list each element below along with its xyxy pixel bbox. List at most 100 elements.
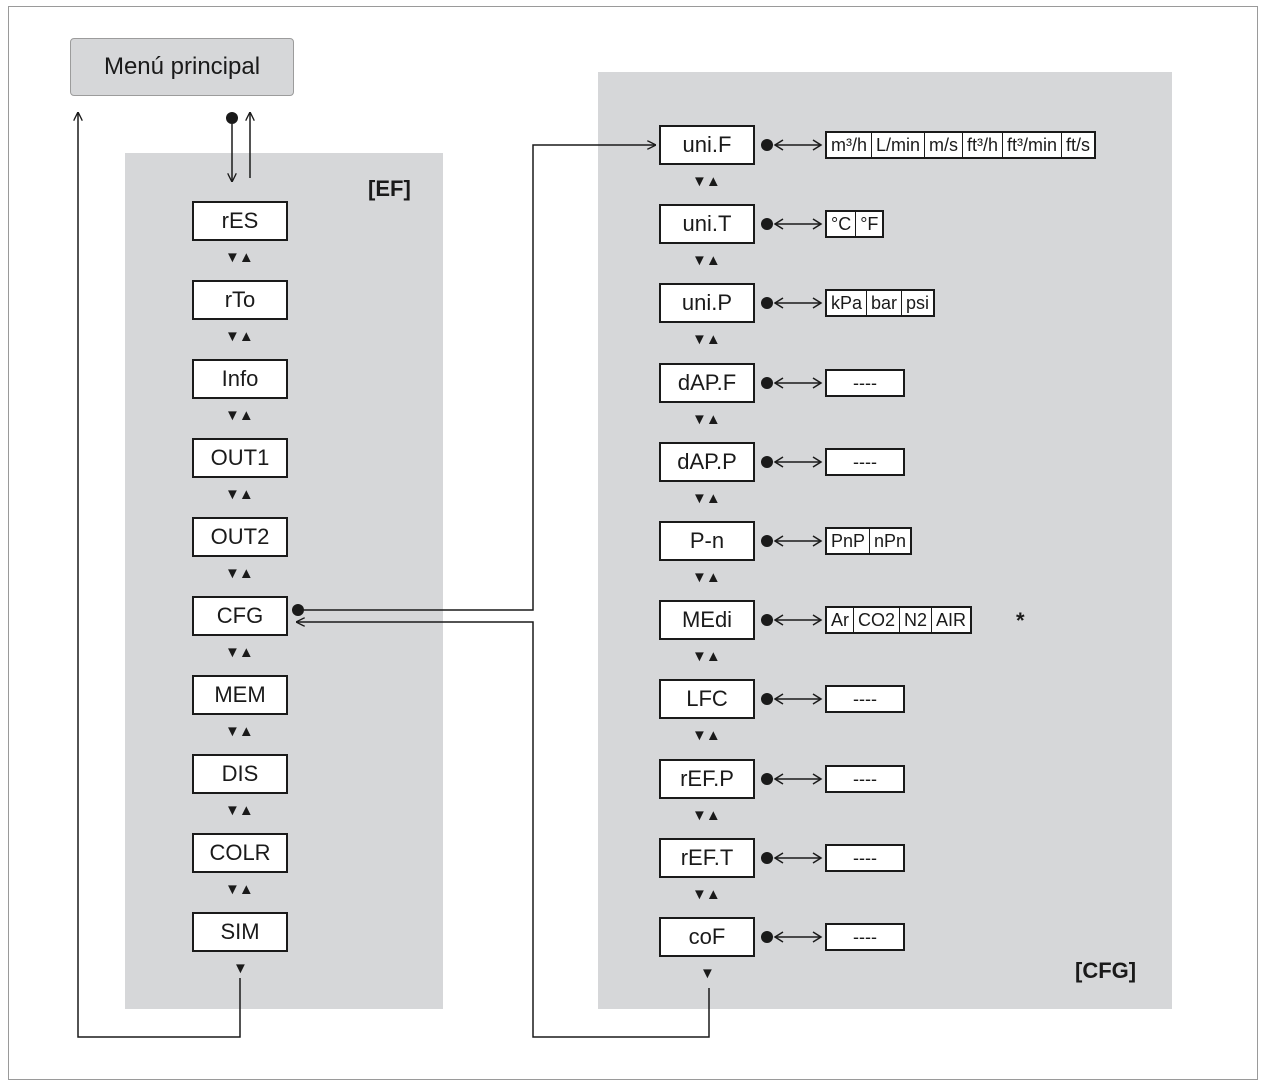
cfg-item-dot	[761, 139, 773, 151]
ef-item-res[interactable]: rES	[192, 201, 288, 241]
option-empty[interactable]: ----	[853, 927, 877, 947]
cfg-return-line	[296, 622, 710, 1038]
cfg-option-arrow-right	[812, 693, 823, 705]
ef-item-rto[interactable]: rTo	[192, 280, 288, 320]
cfg-option-arrow-left	[773, 852, 784, 864]
ef-nav-arrows: ▼▲	[225, 565, 254, 582]
cfg-option-arrow-right	[812, 297, 823, 309]
ef-loop-line	[78, 112, 241, 1038]
cfg-option-arrow-right	[812, 535, 823, 547]
ef-item-sim[interactable]: SIM	[192, 912, 288, 952]
cfg-item-ref-p[interactable]: rEF.P	[659, 759, 755, 799]
cfg-item-dot	[761, 852, 773, 864]
cfg-options-dap-f: ----	[825, 369, 905, 397]
cfg-options-cof: ----	[825, 923, 905, 951]
footnote-marker: *	[1016, 608, 1025, 633]
option-ft-min[interactable]: ft³/min	[1002, 133, 1061, 157]
option-air[interactable]: AIR	[931, 608, 970, 632]
ef-item-out1[interactable]: OUT1	[192, 438, 288, 478]
ef-panel-tag: [EF]	[368, 176, 411, 201]
ef-end-arrow: ▼	[233, 960, 248, 977]
cfg-option-arrow-left	[773, 773, 784, 785]
cfg-option-arrow-left	[773, 693, 784, 705]
cfg-item-dap-f[interactable]: dAP.F	[659, 363, 755, 403]
ef-item-out2[interactable]: OUT2	[192, 517, 288, 557]
option-psi[interactable]: psi	[901, 291, 933, 315]
cfg-item-uni-f[interactable]: uni.F	[659, 125, 755, 165]
cfg-option-arrow-right	[812, 218, 823, 230]
cfg-option-arrow-right	[812, 931, 823, 943]
option-bar[interactable]: bar	[866, 291, 901, 315]
cfg-item-dot	[761, 218, 773, 230]
option-l-min[interactable]: L/min	[871, 133, 924, 157]
cfg-options-uni-t: °C°F	[825, 210, 885, 238]
option-co2[interactable]: CO2	[853, 608, 899, 632]
cfg-option-arrow-left	[773, 535, 784, 547]
cfg-item-dot	[761, 773, 773, 785]
option-c[interactable]: °C	[831, 214, 852, 234]
cfg-item-dot	[761, 614, 773, 626]
cfg-nav-arrows: ▼▲	[692, 331, 721, 348]
cfg-option-arrow-left	[773, 139, 784, 151]
cfg-options-ref-p: ----	[825, 765, 905, 793]
option-ft-s[interactable]: ft/s	[1061, 133, 1094, 157]
option-m-s[interactable]: m/s	[924, 133, 962, 157]
cfg-item-p-n[interactable]: P-n	[659, 521, 755, 561]
cfg-item-dot	[761, 931, 773, 943]
cfg-nav-arrows: ▼▲	[692, 411, 721, 428]
cfg-option-arrow-left	[773, 297, 784, 309]
cfg-option-arrow-left	[773, 218, 784, 230]
ef-nav-arrows: ▼▲	[225, 881, 254, 898]
ef-item-info[interactable]: Info	[192, 359, 288, 399]
cfg-nav-arrows: ▼▲	[692, 173, 721, 190]
cfg-item-cof[interactable]: coF	[659, 917, 755, 957]
cfg-options-ref-t: ----	[825, 844, 905, 872]
cfg-item-uni-t[interactable]: uni.T	[659, 204, 755, 244]
cfg-nav-arrows: ▼▲	[692, 807, 721, 824]
ef-item-dis[interactable]: DIS	[192, 754, 288, 794]
cfg-options-dap-p: ----	[825, 448, 905, 476]
ef-nav-arrows: ▼▲	[225, 723, 254, 740]
option-empty[interactable]: ----	[853, 769, 877, 789]
cfg-option-arrow-left	[773, 377, 784, 389]
option-pnp[interactable]: PnP	[831, 531, 866, 551]
option-m-h[interactable]: m³/h	[831, 135, 867, 155]
option-f[interactable]: °F	[855, 212, 882, 236]
ef-item-cfg[interactable]: CFG	[192, 596, 288, 636]
cfg-item-uni-p[interactable]: uni.P	[659, 283, 755, 323]
cfg-item-lfc[interactable]: LFC	[659, 679, 755, 719]
cfg-item-dot	[761, 377, 773, 389]
ef-item-colr[interactable]: COLR	[192, 833, 288, 873]
option-n2[interactable]: N2	[899, 608, 931, 632]
cfg-options-lfc: ----	[825, 685, 905, 713]
option-empty[interactable]: ----	[853, 848, 877, 868]
option-empty[interactable]: ----	[853, 373, 877, 393]
cfg-option-arrow-left	[773, 456, 784, 468]
cfg-item-ref-t[interactable]: rEF.T	[659, 838, 755, 878]
ef-nav-arrows: ▼▲	[225, 407, 254, 424]
cfg-option-arrow-right	[812, 139, 823, 151]
option-empty[interactable]: ----	[853, 452, 877, 472]
cfg-item-medi[interactable]: MEdi	[659, 600, 755, 640]
option-empty[interactable]: ----	[853, 689, 877, 709]
diagram-frame	[8, 6, 1258, 1080]
cfg-item-dot	[761, 297, 773, 309]
option-ar[interactable]: Ar	[831, 610, 849, 630]
cfg-nav-arrows: ▼▲	[692, 727, 721, 744]
cfg-option-arrow-right	[812, 852, 823, 864]
option-ft-h[interactable]: ft³/h	[962, 133, 1002, 157]
cfg-item-dap-p[interactable]: dAP.P	[659, 442, 755, 482]
ef-item-mem[interactable]: MEM	[192, 675, 288, 715]
option-npn[interactable]: nPn	[869, 529, 910, 553]
cfg-item-dot	[761, 693, 773, 705]
option-kpa[interactable]: kPa	[831, 293, 863, 313]
cfg-nav-arrows: ▼▲	[692, 490, 721, 507]
cfg-option-arrow-right	[812, 614, 823, 626]
main-menu-button[interactable]: Menú principal	[70, 38, 294, 96]
cfg-nav-arrows: ▼▲	[692, 648, 721, 665]
